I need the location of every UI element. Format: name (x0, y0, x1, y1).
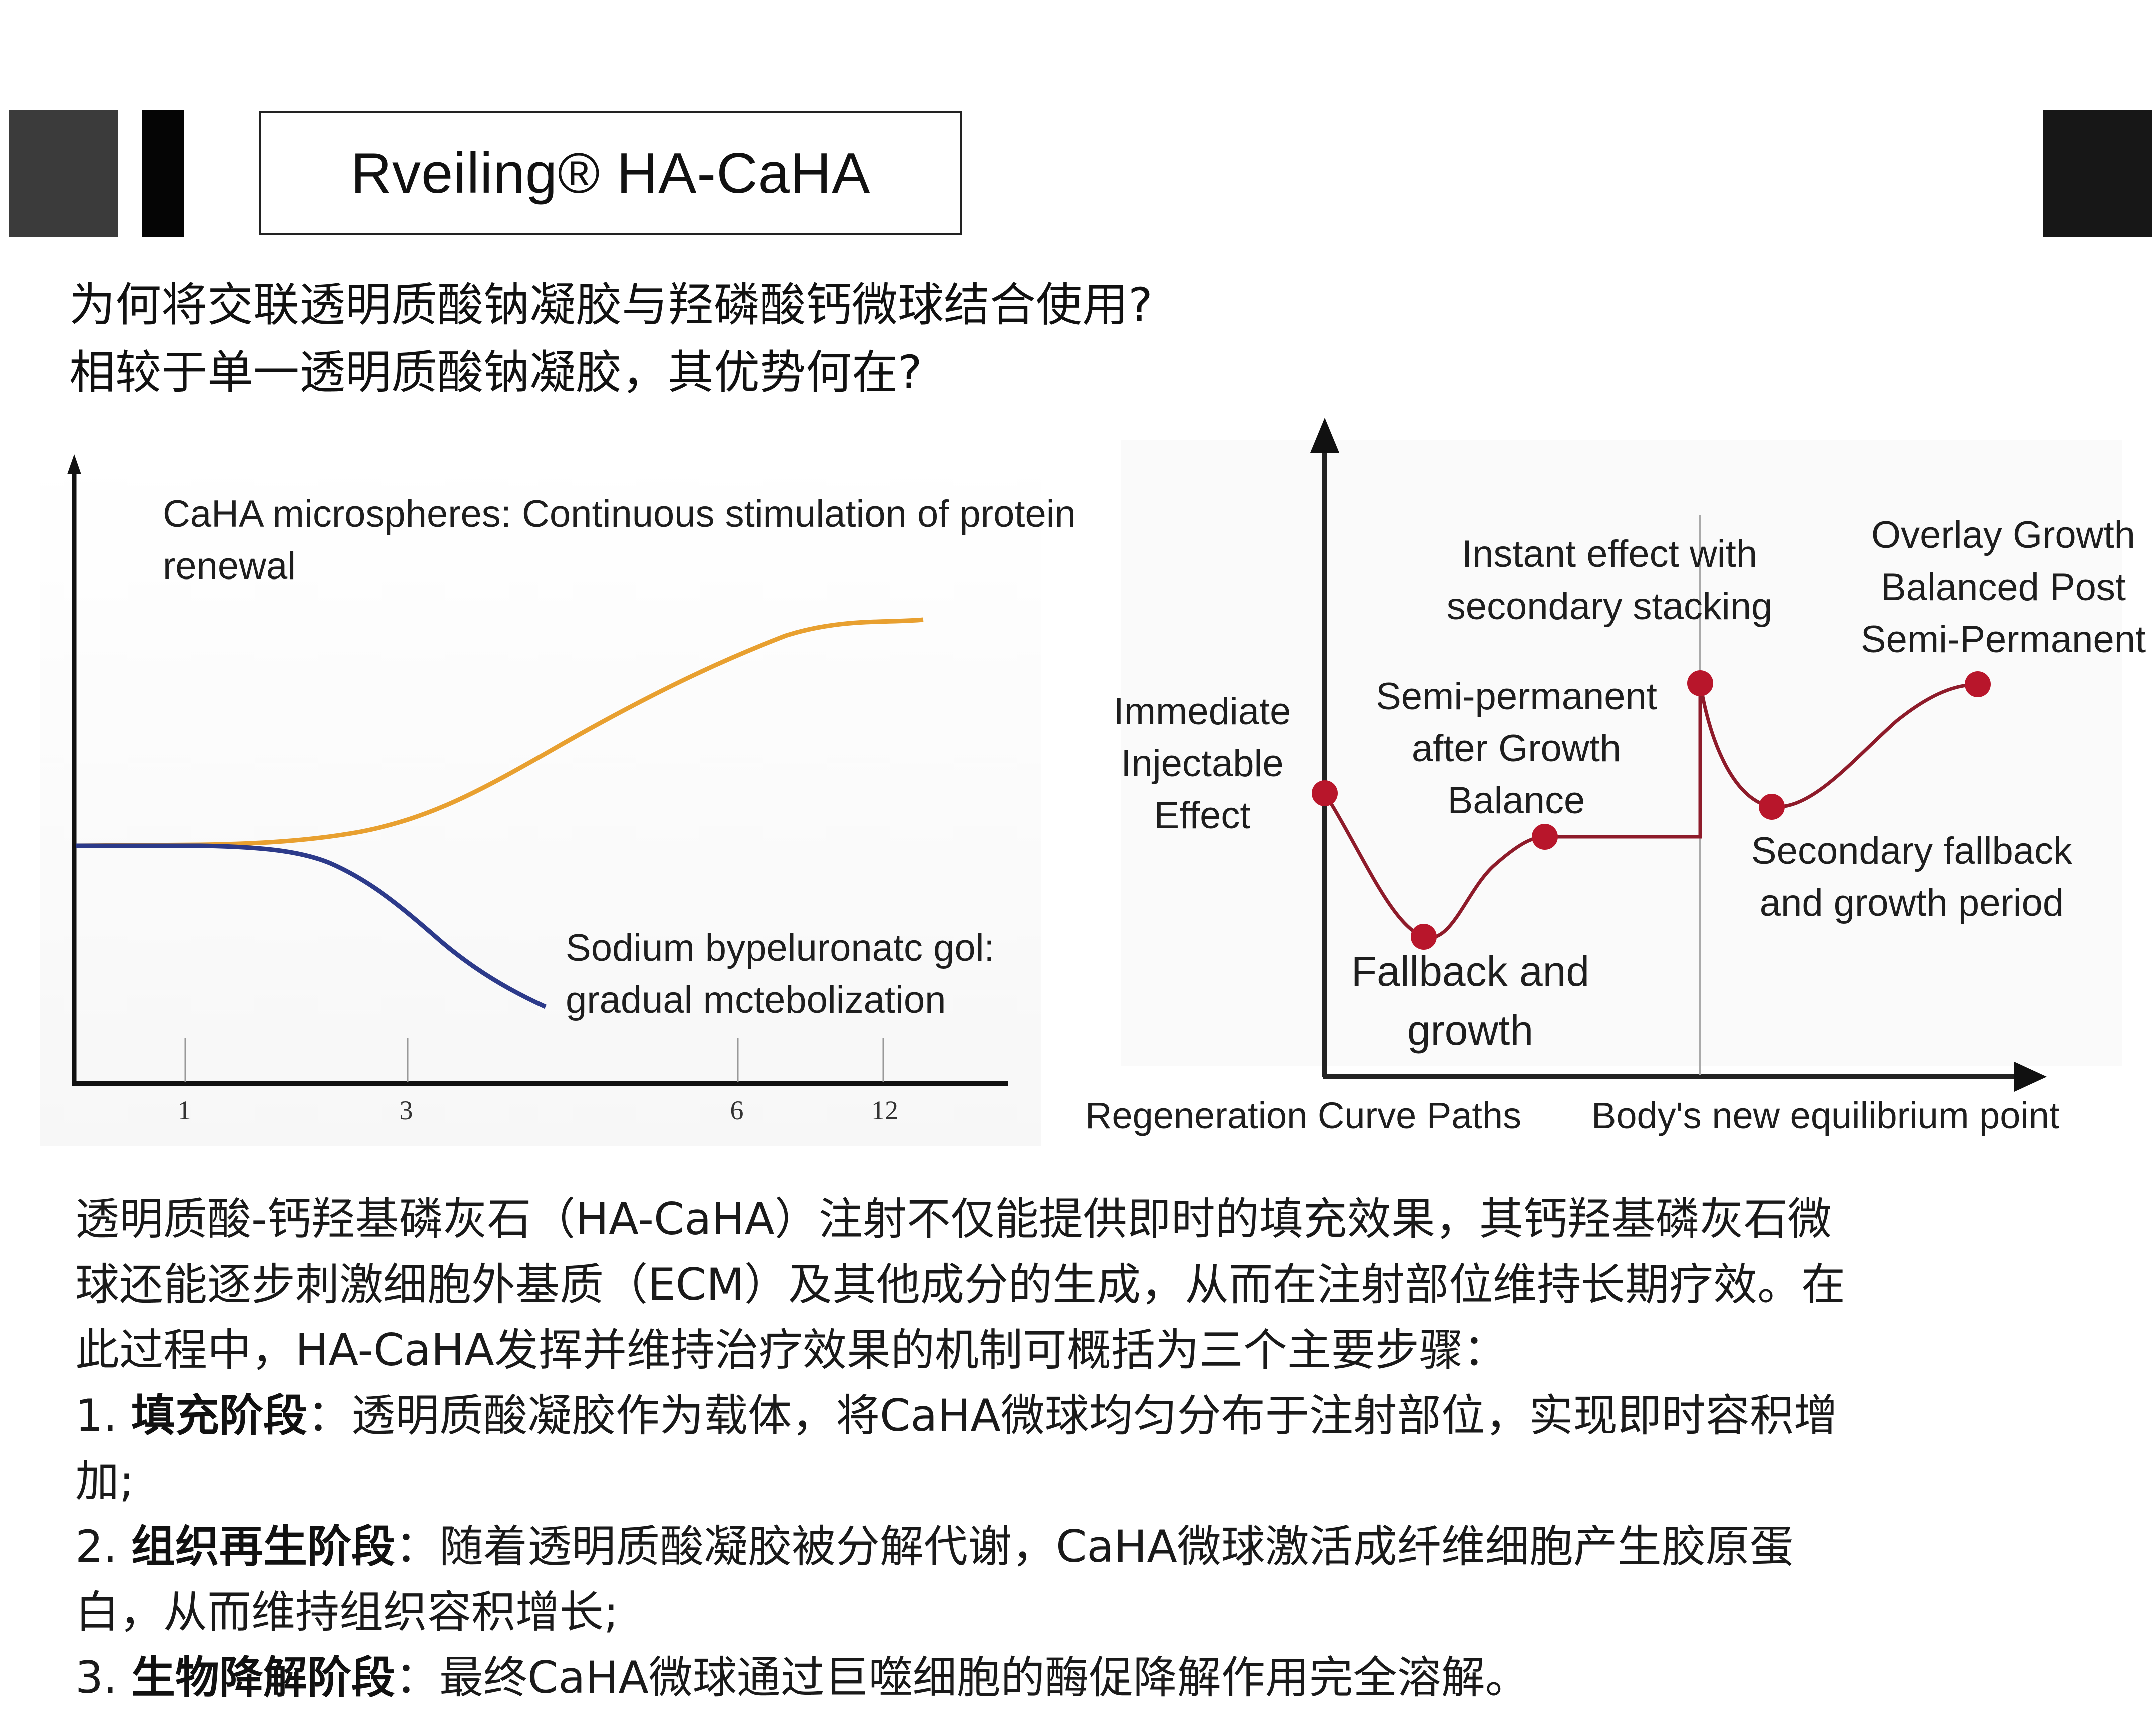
step-2-continued: 白，从而维持组织容积增长; (75, 1586, 619, 1638)
metabolism-chart: 1 3 6 12 CaHA microspheres: Continuous s… (40, 450, 1076, 1146)
step-2-number: 2. (75, 1521, 117, 1572)
header-decor-block-right (2043, 110, 2152, 237)
header-decor-block-black (142, 110, 184, 237)
label-immediate-3: Effect (1154, 794, 1251, 837)
metabolism-chart-bg (40, 450, 1041, 1146)
step-2: 2. 组织再生阶段：随着透明质酸凝胶被分解代谢，CaHA微球激活成纤维细胞产生胶… (75, 1514, 2107, 1579)
question-line-2: 相较于单一透明质酸钠凝胶，其优势何在? (69, 346, 922, 399)
header-decor-block-gray (9, 110, 118, 237)
label-instant-2: secondary stacking (1447, 585, 1773, 628)
explanation-text: 透明质酸-钙羟基磷灰石（HA-CaHA）注射不仅能提供即时的填充效果，其钙羟基磷… (75, 1186, 2107, 1710)
label-fallback-1: Fallback and (1351, 948, 1589, 995)
tick-label-6: 6 (730, 1095, 744, 1125)
point-immediate-effect (1312, 780, 1338, 806)
label-immediate-1: Immediate (1114, 690, 1291, 733)
label-semi-permanent-3: Balance (1448, 779, 1585, 822)
point-instant-stacking (1687, 670, 1713, 696)
label-instant-1: Instant effect with (1462, 533, 1757, 575)
step-1: 1. 填充阶段：透明质酸凝胶作为载体，将CaHA微球均匀分布于注射部位，实现即时… (75, 1383, 2107, 1448)
point-semi-permanent (1532, 824, 1558, 850)
label-overlay-3: Semi-Permanent (1861, 618, 2146, 661)
step-2-text: 随着透明质酸凝胶被分解代谢，CaHA微球激活成纤维细胞产生胶原蛋 (439, 1521, 1794, 1572)
tick-label-3: 3 (400, 1095, 413, 1125)
tick-label-1: 1 (178, 1095, 191, 1125)
step-3-title: 生物降解阶段 (131, 1652, 395, 1703)
step-1-title: 填充阶段 (131, 1390, 307, 1441)
label-overlay-1: Overlay Growth (1871, 514, 2135, 556)
label-semi-permanent-1: Semi-permanent (1376, 675, 1657, 718)
step-1-number: 1. (75, 1390, 117, 1441)
caha-annotation-line-1: CaHA microspheres: Continuous stimulatio… (163, 493, 1076, 535)
step-3: 3. 生物降解阶段：最终CaHA微球通过巨噬细胞的酶促降解作用完全溶解。 (75, 1645, 2107, 1710)
x-caption-equilibrium-point: Body's new equilibrium point (1591, 1095, 2060, 1136)
metabolism-y-axis-arrow (67, 454, 81, 474)
label-immediate-2: Injectable (1121, 742, 1283, 785)
step-3-number: 3. (75, 1652, 117, 1703)
step-2-title: 组织再生阶段 (131, 1521, 395, 1572)
ha-annotation-line-1: Sodium bypeluronatc gol: (566, 927, 995, 969)
ha-curve (76, 843, 547, 1009)
regen-y-axis-arrow (1310, 418, 1339, 453)
label-secondary-fallback-2: and growth period (1760, 882, 2064, 924)
step-3-text: 最终CaHA微球通过巨噬细胞的酶促降解作用完全溶解。 (439, 1652, 1529, 1703)
label-fallback-2: growth (1407, 1007, 1533, 1054)
point-fallback (1411, 924, 1437, 950)
step-1-continued: 加; (75, 1455, 134, 1507)
page-title: Rveiling® HA-CaHA (259, 111, 962, 235)
intro-line-3: 此过程中，HA-CaHA发挥并维持治疗效果的机制可概括为三个主要步骤： (75, 1324, 1507, 1376)
caha-annotation-line-2: renewal (163, 545, 296, 588)
label-semi-permanent-2: after Growth (1412, 727, 1621, 770)
label-secondary-fallback-1: Secondary fallback (1751, 830, 2073, 872)
caha-curve (76, 617, 924, 848)
point-secondary-fallback (1759, 794, 1785, 820)
step-1-separator: ： (307, 1390, 351, 1441)
intro-line-2: 球还能逐步刺激细胞外基质（ECM）及其他成分的生成，从而在注射部位维持长期疗效。… (75, 1259, 1845, 1310)
step-1-text: 透明质酸凝胶作为载体，将CaHA微球均匀分布于注射部位，实现即时容积增 (351, 1390, 1838, 1441)
regeneration-curve-diagram: Immediate Injectable Effect Instant effe… (1085, 418, 2146, 1136)
step-2-separator: ： (395, 1521, 439, 1572)
ha-annotation-line-2: gradual mctebolization (566, 979, 946, 1021)
intro-line-1: 透明质酸-钙羟基磷灰石（HA-CaHA）注射不仅能提供即时的填充效果，其钙羟基磷… (75, 1193, 1832, 1245)
x-caption-regeneration-paths: Regeneration Curve Paths (1085, 1095, 1521, 1136)
step-3-separator: ： (395, 1652, 439, 1703)
tick-label-12: 12 (871, 1095, 898, 1125)
regeneration-diagram-bg (1121, 440, 2122, 1066)
label-overlay-2: Balanced Post (1881, 566, 2126, 609)
point-overlay-growth (1965, 671, 1991, 697)
question-line-1: 为何将交联透明质酸钠凝胶与羟磷酸钙微球结合使用? (69, 278, 1153, 332)
regen-x-axis-arrow (2014, 1062, 2047, 1092)
